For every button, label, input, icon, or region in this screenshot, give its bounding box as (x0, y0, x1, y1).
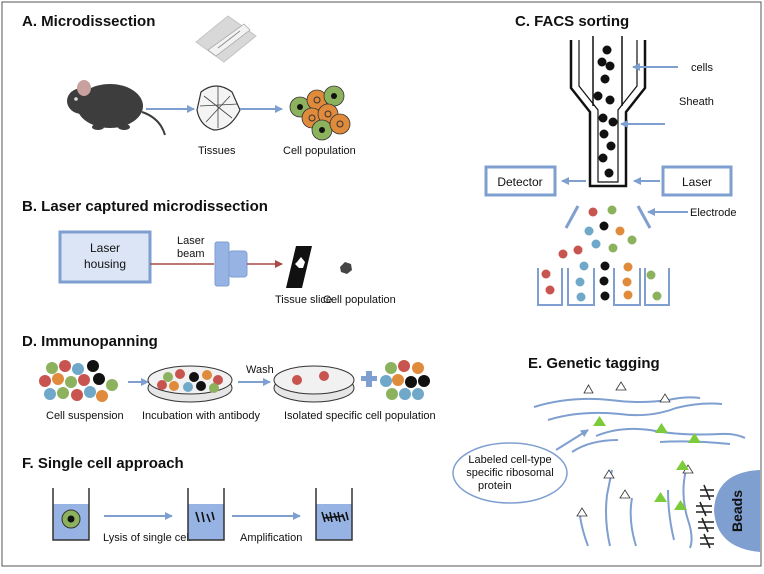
labeled-protein-label-3: protein (478, 480, 512, 492)
panel-a-microdissection: A. Microdissection Tissues (22, 13, 356, 157)
beads-shape (714, 470, 760, 552)
panel-d-title: D. Immunopanning (22, 333, 158, 350)
cells-label: cells (691, 62, 714, 74)
beads-label: Beads (729, 490, 745, 532)
panel-f-title: F. Single cell approach (22, 455, 184, 472)
tissue-slice-icon (286, 246, 312, 288)
cell-suspension-label: Cell suspension (46, 410, 124, 422)
laser-housing-label-2: housing (84, 257, 126, 271)
mrna-strands (533, 396, 746, 549)
panel-d-immunopanning: D. Immunopanning Cell suspension Incubat… (22, 333, 436, 422)
laser-housing-label-1: Laser (90, 241, 120, 255)
laser-box (661, 165, 733, 197)
cell-population-label-b: Cell population (323, 294, 396, 306)
facs-cells-stream (593, 45, 618, 178)
detector-label: Detector (497, 175, 542, 189)
facs-nozzle (569, 36, 647, 188)
cell-population-cluster (289, 85, 351, 141)
wash-label: Wash (246, 364, 274, 376)
amplification-label: Amplification (240, 532, 302, 544)
well-lysed (187, 488, 225, 541)
well-single-cell (52, 488, 90, 541)
laser-housing-box (58, 230, 152, 284)
labeled-protein-label-2: specific ribosomal (466, 467, 553, 479)
panel-e-genetic-tagging: E. Genetic tagging (452, 355, 760, 552)
electrode-plate-left (564, 205, 580, 229)
facs-sorted-droplets (541, 205, 656, 280)
remaining-cells-cluster (380, 360, 430, 400)
laser-beam-label-1: Laser (177, 235, 205, 247)
laser-label: Laser (682, 175, 712, 189)
plus-icon (361, 371, 377, 387)
arrow-callout (555, 429, 589, 451)
tagged-ribosome-triangles (593, 416, 701, 510)
isolated-label: Isolated specific cell population (284, 410, 436, 422)
panel-c-title: C. FACS sorting (515, 13, 629, 30)
cell-suspension-cluster (39, 360, 118, 402)
panel-b-laser-capture: B. Laser captured microdissection Laser … (22, 198, 396, 306)
collection-tubes (537, 268, 670, 306)
petri-dish-isolated (273, 365, 355, 403)
well-amplified (315, 488, 353, 541)
panel-e-title: E. Genetic tagging (528, 355, 660, 372)
petri-dish-incubation (147, 365, 233, 403)
sheath-label: Sheath (679, 96, 714, 108)
tissue-slice-label: Tissue slice (275, 294, 332, 306)
panel-c-facs: C. FACS sorting cells Sheath Detector La… (484, 13, 736, 306)
scalpel-icon (195, 15, 257, 63)
antibody-icons (696, 484, 714, 549)
detector-box (484, 165, 557, 197)
panel-f-single-cell: F. Single cell approach Lysis of single … (22, 455, 353, 544)
mouse-icon (67, 80, 166, 136)
lysis-label: Lysis of single cell (103, 532, 191, 544)
electrode-plate-right (636, 205, 652, 229)
objective-lens-icon (214, 241, 248, 287)
panel-a-title: A. Microdissection (22, 13, 155, 30)
labeled-protein-label-1: Labeled cell-type (468, 454, 551, 466)
panel-b-title: B. Laser captured microdissection (22, 198, 268, 215)
brain-tissue-icon (196, 85, 241, 131)
incubation-label: Incubation with antibody (142, 410, 261, 422)
laser-beam-label-2: beam (177, 248, 205, 260)
tissues-label: Tissues (198, 145, 236, 157)
cell-population-label-a: Cell population (283, 145, 356, 157)
electrode-label: Electrode (690, 207, 736, 219)
captured-cell-icon (340, 262, 352, 274)
callout-ellipse (452, 442, 568, 504)
